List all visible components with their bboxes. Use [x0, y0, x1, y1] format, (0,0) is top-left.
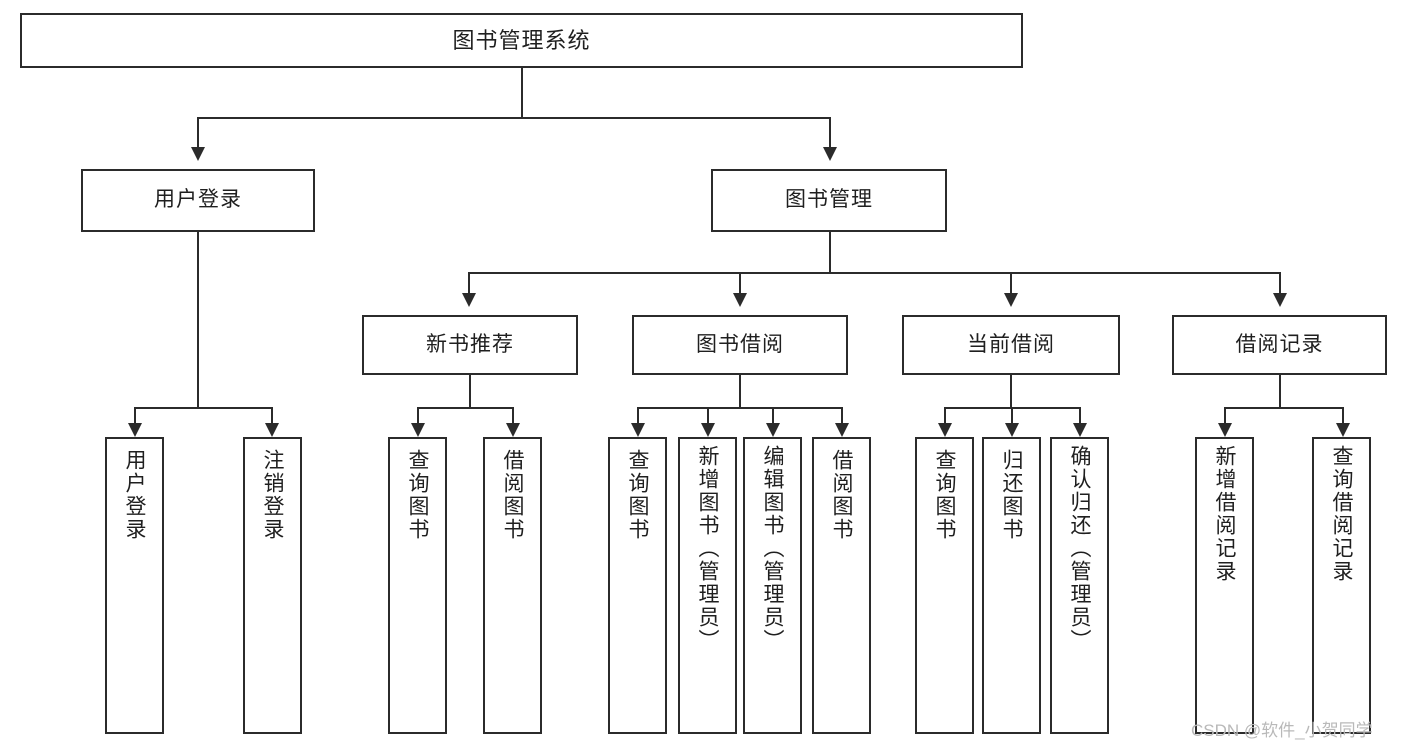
- node-label: 图书借阅: [696, 332, 784, 356]
- connector-nbr-stem: [469, 375, 471, 407]
- node-label: 图书管理系统: [452, 27, 591, 53]
- connector-nbr-bus: [417, 407, 512, 409]
- arrow-to-leaf-query-record: [1336, 423, 1350, 437]
- connector-cb-leaf-3: [1079, 407, 1081, 423]
- connector-root-to-user-login: [197, 117, 199, 147]
- node-label: 查询图书: [933, 449, 956, 541]
- arrow-to-leaf-borrow-book-2: [835, 423, 849, 437]
- connector-user-login-stem: [197, 232, 199, 407]
- node-label: 查询图书: [626, 449, 649, 541]
- arrow-to-leaf-edit-book: [766, 423, 780, 437]
- arrow-to-book-borrow: [733, 293, 747, 307]
- connector-cb-stem: [1010, 375, 1012, 407]
- node-label: 图书管理: [785, 188, 873, 212]
- connector-bm-to-book-borrow: [739, 272, 741, 293]
- connector-br-stem: [1279, 375, 1281, 407]
- node-leaf-borrow-book-1[interactable]: 借阅图书: [483, 437, 542, 734]
- arrow-to-leaf-return-book: [1005, 423, 1019, 437]
- connector-br-leaf-2: [1342, 407, 1344, 423]
- node-label: 借阅图书: [501, 449, 524, 541]
- arrow-to-leaf-confirm-return: [1073, 423, 1087, 437]
- node-label: 用户登录: [123, 449, 146, 541]
- node-book-manage[interactable]: 图书管理: [711, 169, 947, 232]
- arrow-to-leaf-borrow-book-1: [506, 423, 520, 437]
- node-leaf-query-book-2[interactable]: 查询图书: [608, 437, 667, 734]
- node-label: 确认归还（管理员）: [1068, 445, 1091, 652]
- node-label: 新增借阅记录: [1213, 445, 1236, 583]
- connector-nbr-leaf-1: [417, 407, 419, 423]
- node-leaf-edit-book[interactable]: 编辑图书（管理员）: [743, 437, 802, 734]
- arrow-to-leaf-add-record: [1218, 423, 1232, 437]
- connector-br-leaf-1: [1224, 407, 1226, 423]
- node-borrow-record[interactable]: 借阅记录: [1172, 315, 1387, 375]
- arrow-to-new-book-recommend: [462, 293, 476, 307]
- node-label: 查询借阅记录: [1330, 445, 1353, 583]
- node-label: 编辑图书（管理员）: [761, 445, 784, 652]
- connector-user-login-leaf-2: [271, 407, 273, 423]
- arrow-to-leaf-query-book-3: [938, 423, 952, 437]
- arrow-to-leaf-query-book-1: [411, 423, 425, 437]
- arrow-to-book-manage: [823, 147, 837, 161]
- node-label: 归还图书: [1000, 449, 1023, 541]
- arrow-to-leaf-query-book-2: [631, 423, 645, 437]
- node-book-borrow[interactable]: 图书借阅: [632, 315, 848, 375]
- node-label: 新书推荐: [426, 332, 514, 356]
- csdn-watermark: CSDN @软件_小贺同学: [1191, 721, 1373, 740]
- node-user-login[interactable]: 用户登录: [81, 169, 315, 232]
- node-label: 当前借阅: [967, 332, 1055, 356]
- connector-nbr-leaf-2: [512, 407, 514, 423]
- connector-bb-leaf-4: [841, 407, 843, 423]
- connector-br-bus: [1224, 407, 1342, 409]
- node-label: 用户登录: [154, 188, 242, 212]
- connector-bm-to-current-borrow: [1010, 272, 1012, 293]
- connector-root-to-book-manage: [829, 117, 831, 147]
- node-leaf-confirm-return[interactable]: 确认归还（管理员）: [1050, 437, 1109, 734]
- connector-root-bus: [197, 117, 831, 119]
- connector-bb-leaf-3: [772, 407, 774, 423]
- node-leaf-borrow-book-2[interactable]: 借阅图书: [812, 437, 871, 734]
- connector-bb-bus: [637, 407, 841, 409]
- arrow-to-user-login: [191, 147, 205, 161]
- node-leaf-user-login[interactable]: 用户登录: [105, 437, 164, 734]
- node-leaf-query-record[interactable]: 查询借阅记录: [1312, 437, 1371, 734]
- connector-user-login-bus: [134, 407, 271, 409]
- connector-root-stem: [521, 68, 523, 117]
- node-leaf-logout-login[interactable]: 注销登录: [243, 437, 302, 734]
- connector-bb-leaf-2: [707, 407, 709, 423]
- arrow-to-leaf-add-book: [701, 423, 715, 437]
- arrow-to-current-borrow: [1004, 293, 1018, 307]
- node-new-book-recommend[interactable]: 新书推荐: [362, 315, 578, 375]
- connector-cb-leaf-1: [944, 407, 946, 423]
- node-label: 借阅记录: [1235, 332, 1324, 356]
- node-label: 注销登录: [261, 449, 284, 541]
- connector-bb-leaf-1: [637, 407, 639, 423]
- node-root-book-management-system[interactable]: 图书管理系统: [20, 13, 1023, 68]
- node-leaf-query-book-1[interactable]: 查询图书: [388, 437, 447, 734]
- connector-book-manage-bus: [468, 272, 1280, 274]
- node-label: 新增图书（管理员）: [696, 445, 719, 652]
- node-label: 查询图书: [406, 449, 429, 541]
- connector-user-login-leaf-1: [134, 407, 136, 423]
- connector-cb-leaf-2: [1011, 407, 1013, 423]
- arrow-to-borrow-record: [1273, 293, 1287, 307]
- node-current-borrow[interactable]: 当前借阅: [902, 315, 1120, 375]
- node-leaf-query-book-3[interactable]: 查询图书: [915, 437, 974, 734]
- connector-bb-stem: [739, 375, 741, 407]
- node-label: 借阅图书: [830, 449, 853, 541]
- node-leaf-return-book[interactable]: 归还图书: [982, 437, 1041, 734]
- node-leaf-add-record[interactable]: 新增借阅记录: [1195, 437, 1254, 734]
- arrow-to-leaf-logout-login: [265, 423, 279, 437]
- connector-book-manage-stem: [829, 232, 831, 272]
- connector-bm-to-borrow-record: [1279, 272, 1281, 293]
- connector-bm-to-new-book: [468, 272, 470, 293]
- node-leaf-add-book[interactable]: 新增图书（管理员）: [678, 437, 737, 734]
- arrow-to-leaf-user-login: [128, 423, 142, 437]
